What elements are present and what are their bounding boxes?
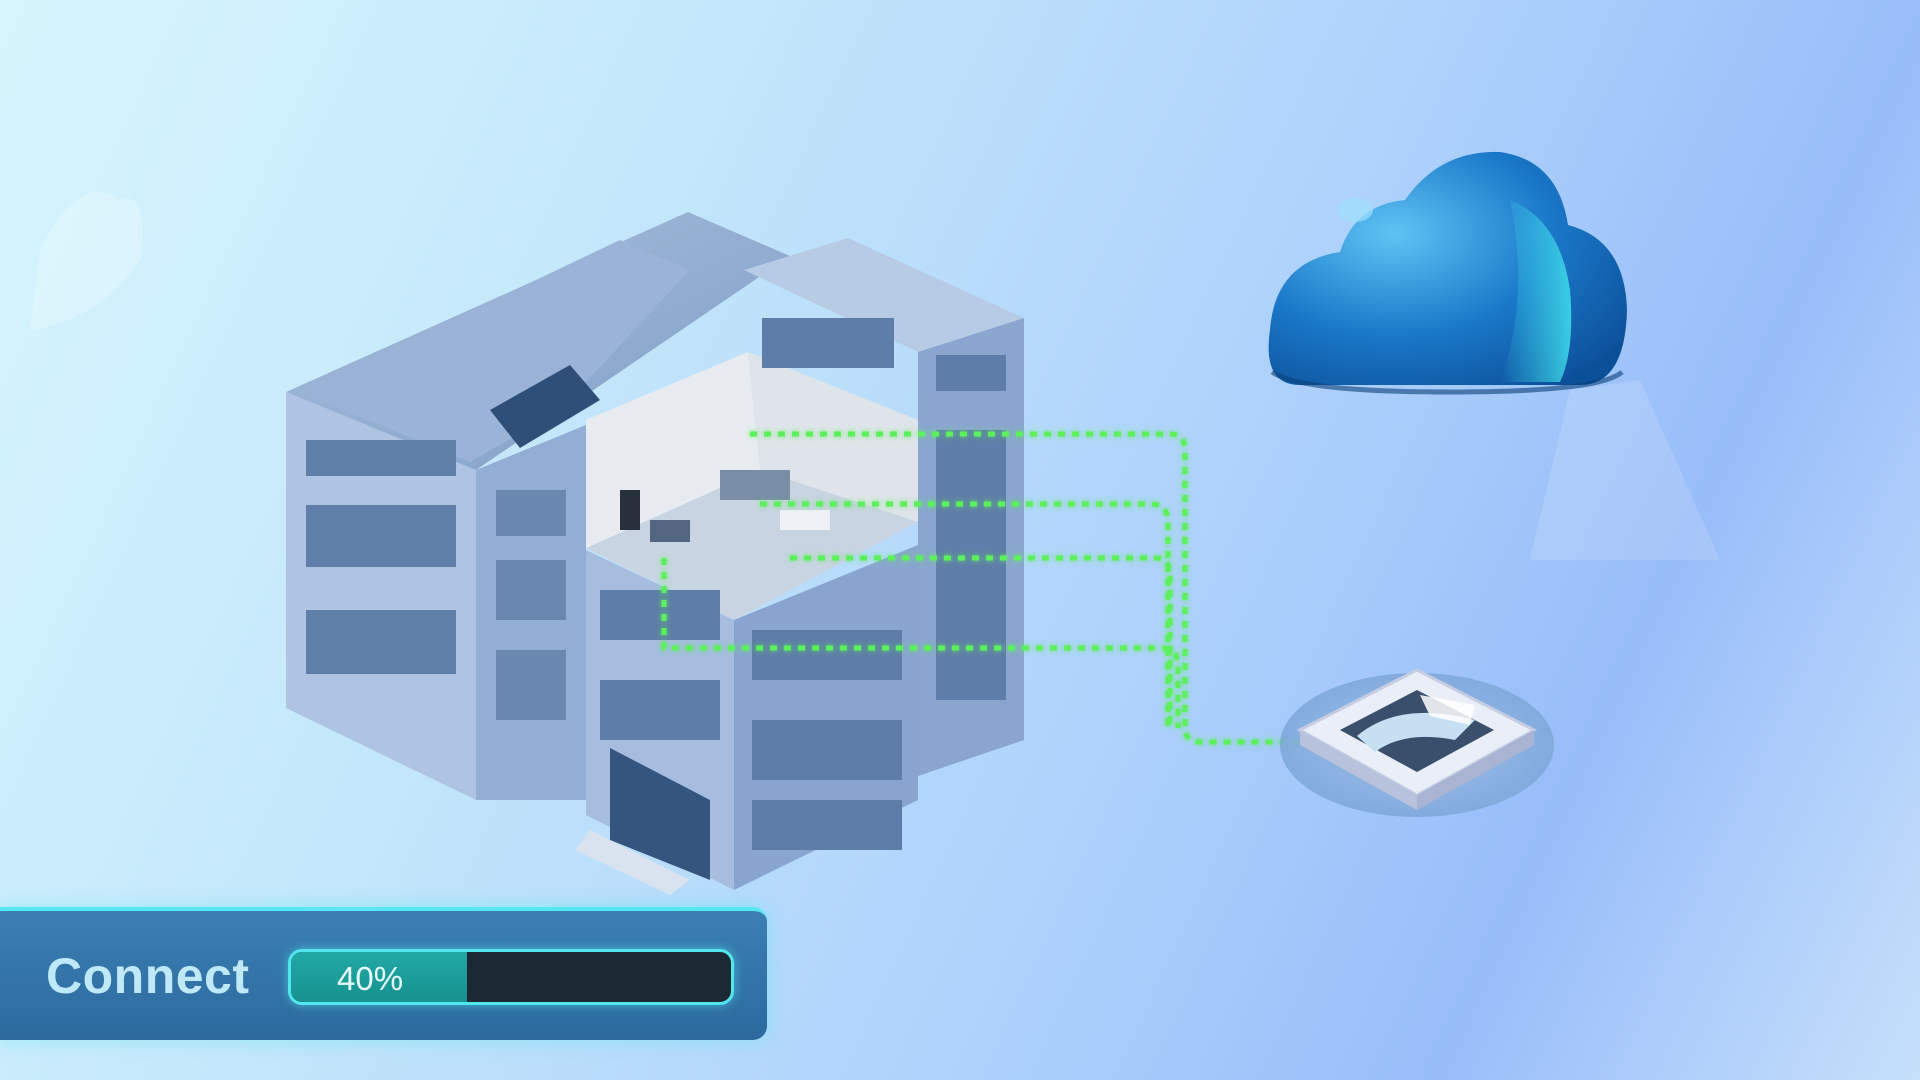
office-building-icon xyxy=(286,212,1024,895)
progress-bar-fill xyxy=(291,952,467,1002)
cloud-icon xyxy=(1268,151,1627,395)
network-links xyxy=(661,431,1300,745)
chip-hub-icon xyxy=(1280,668,1554,817)
connection-progress-bar: 40% xyxy=(288,949,734,1005)
connect-status-panel: Connect 40% xyxy=(0,907,767,1040)
progress-percentage: 40% xyxy=(337,960,404,997)
connect-label: Connect xyxy=(46,948,250,1004)
background-shape-right xyxy=(1530,380,1720,560)
link-path-floor-top xyxy=(750,431,1300,745)
background-shape-left xyxy=(30,191,143,330)
link-path-floor-third xyxy=(790,555,1173,728)
